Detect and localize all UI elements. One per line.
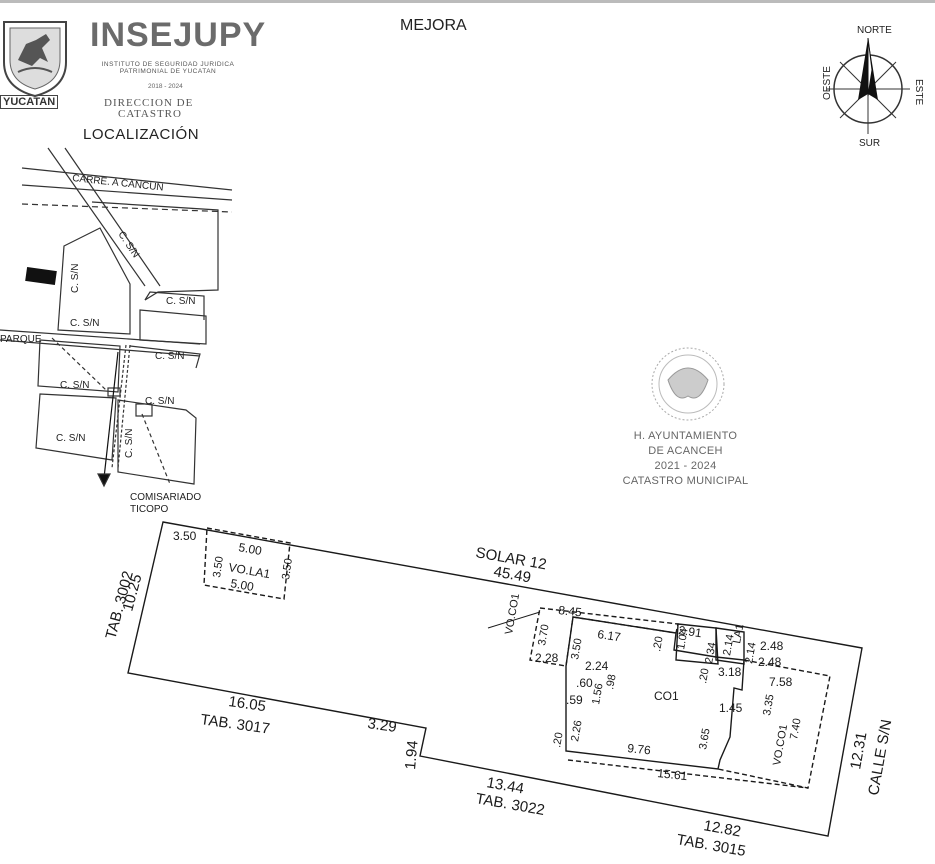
la1-bottom: 2.14 [743, 641, 759, 664]
commissary-label-line2: TICOPO [130, 504, 169, 515]
la1-block-left [675, 623, 719, 665]
co1-right-vertical: 3.65 [697, 727, 713, 750]
municipal-seal-icon [651, 347, 725, 421]
brand-years: 2018 - 2024 [148, 83, 183, 90]
vo-la1-left: 3.50 [211, 556, 226, 579]
street-label-2: C. S/N [70, 318, 99, 329]
south-west-tab: TAB. 3017 [199, 711, 270, 738]
co1-d6: .20 [551, 731, 565, 748]
vo-co1-east-label: VO.CO1 [771, 723, 790, 766]
south-middle-length: 13.44 [485, 774, 525, 797]
la1-right2: 2.48 [758, 655, 782, 669]
co1-d4: .59 [566, 693, 583, 707]
street-label-diagonal: C. S/N [116, 230, 142, 261]
stamp-line1: H. AYUNTAMIENTO [633, 430, 738, 442]
road-label: CARRE. A CANCUN [72, 173, 164, 194]
street-label-6: C. S/N [56, 433, 85, 444]
co1-ledge: 2.24 [585, 659, 609, 673]
street-label-7: C. S/N [124, 429, 135, 458]
co1-gap: .20 [651, 635, 665, 652]
co1-label: CO1 [654, 689, 679, 703]
step-horizontal: 3.29 [366, 715, 397, 736]
compass-north-label: NORTE [857, 25, 892, 36]
east-length: 12.31 [847, 731, 870, 771]
street-label-5: C. S/N [145, 396, 174, 407]
vo-la1-right: 3.50 [280, 558, 295, 581]
vo-co1-west-bottom: 2.28 [535, 651, 559, 665]
north-length: 45.49 [492, 563, 532, 586]
south-west-length: 16.05 [227, 693, 267, 715]
vo-co1-west-left: 3.70 [536, 623, 552, 646]
co1-d3: 1.56 [590, 682, 606, 705]
north-arrow-icon [827, 37, 910, 134]
vo-la1-offset: 3.50 [173, 529, 197, 543]
stamp-line4: CATASTRO MUNICIPAL [622, 475, 749, 487]
la1-label: LA1 [731, 623, 746, 644]
page-title: MEJORA [400, 17, 467, 34]
direction-line1: DIRECCION DE [104, 97, 194, 109]
vo-la1-bottom: 5.00 [229, 576, 255, 594]
street-label-1: C. S/N [166, 296, 195, 307]
vo-co1-east-zone [717, 659, 831, 789]
vo-co1-east-left: 3.35 [761, 693, 777, 716]
vo-la1-top: 5.00 [237, 540, 263, 558]
lot-boundary [127, 521, 863, 837]
compass-east-label: ESTE [913, 79, 924, 105]
co1-east-vertical: 1.04 [675, 627, 691, 650]
street-label-3: C. S/N [155, 351, 184, 362]
vo-la1-zone [203, 527, 291, 600]
co1-side: 3.50 [569, 637, 585, 660]
vo-co1-east-bottom: 15.61 [657, 766, 689, 783]
east-street: CALLE S/N [865, 718, 895, 796]
vo-co1-east-right: 7.40 [788, 717, 804, 740]
vo-co1-east-top: 7.58 [769, 675, 793, 689]
co1-d1: .60 [576, 676, 593, 690]
park-label: PARQUE [0, 334, 42, 345]
la1-gap: .20 [697, 667, 711, 684]
step-vertical: 1.94 [402, 740, 421, 771]
co1-d5: 2.26 [569, 719, 585, 742]
la1-base: 3.18 [718, 665, 742, 679]
stamp-line2: DE ACANCEH [648, 445, 723, 457]
property-plan [127, 521, 863, 837]
state-badge: YUCATAN [0, 95, 59, 109]
co1-building [565, 616, 745, 770]
section-title: LOCALIZACIÓN [83, 126, 200, 143]
street-label-vertical: C. S/N [70, 264, 81, 293]
street-label-4: C. S/N [60, 380, 89, 391]
la1-block-right [715, 627, 745, 665]
south-east-length: 12.82 [702, 817, 742, 840]
top-border [0, 0, 935, 3]
stamp-line3: 2021 - 2024 [654, 460, 717, 472]
la1-top: 2.14 [721, 633, 737, 656]
compass-west-label: OESTE [822, 66, 833, 100]
vo-co1-west-top: 8.45 [558, 603, 583, 619]
brand-subtitle-line2: PATRIMONIAL DE YUCATAN [119, 68, 217, 75]
la1-height: 2.34 [703, 641, 719, 664]
vo-co1-west-label: VO.CO1 [503, 592, 522, 635]
co1-d2: .98 [604, 673, 618, 690]
location-map [0, 147, 233, 488]
co1-right-horizontal: 1.45 [719, 701, 743, 715]
coat-of-arms-icon [3, 21, 67, 98]
brand-title: INSEJUPY [90, 16, 267, 54]
location-marker [25, 266, 57, 286]
la1-width: 2.91 [678, 623, 703, 640]
co1-bottom: 9.76 [627, 741, 652, 757]
direction-line2: CATASTRO [118, 108, 182, 120]
la1-right: 2.48 [760, 639, 784, 653]
commissary-label-line1: COMISARIADO [130, 492, 201, 503]
compass-south-label: SUR [859, 138, 880, 149]
brand-subtitle-line1: INSTITUTO DE SEGURIDAD JURIDICA [101, 61, 235, 68]
co1-top: 6.17 [597, 627, 622, 644]
